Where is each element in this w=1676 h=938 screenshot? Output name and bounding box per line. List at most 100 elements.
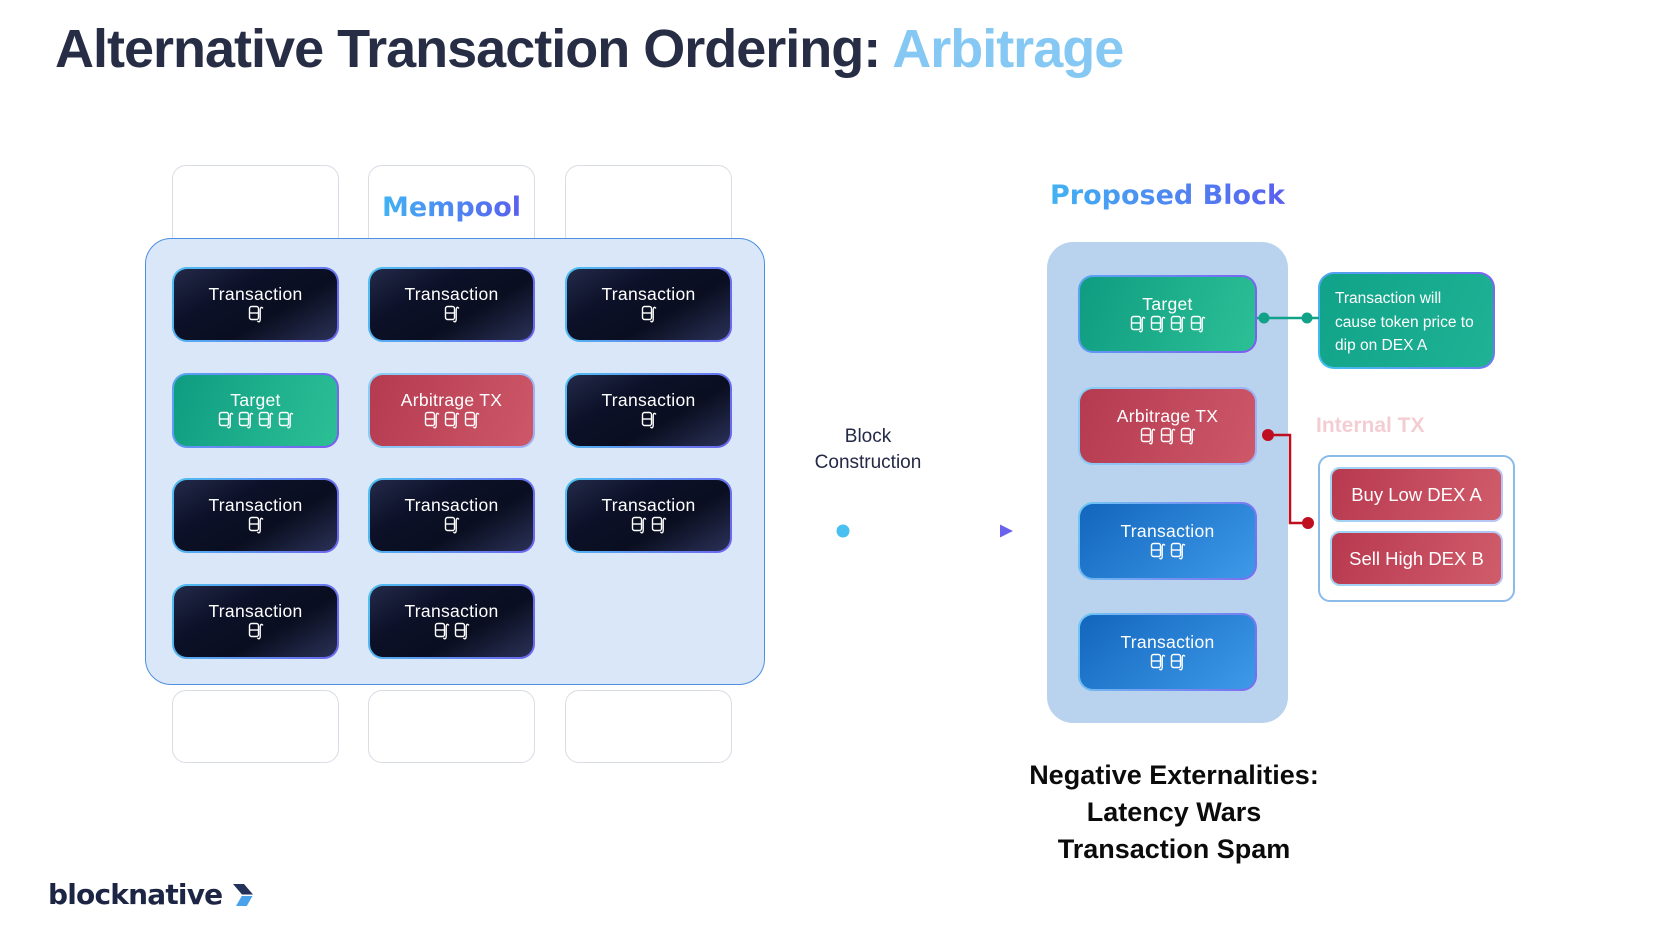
transaction-receipt-icon (1130, 315, 1145, 332)
arbitrage-tx-card: Arbitrage TX (1078, 387, 1257, 465)
transaction-card: Transaction (565, 373, 732, 448)
card-label: Transaction (601, 495, 696, 515)
mempool-placeholder-card (565, 690, 732, 763)
card-label: Transaction (601, 390, 696, 410)
card-label: Transaction (601, 284, 696, 304)
mempool-label: Mempool (382, 192, 521, 223)
transaction-card: Transaction (565, 478, 732, 553)
target-note: Transaction will cause token price to di… (1318, 272, 1495, 369)
transaction-icons (248, 305, 264, 326)
transaction-card: Transaction (368, 584, 535, 659)
transaction-icons (1150, 653, 1186, 674)
negative-externalities-note: Negative Externalities: Latency Wars Tra… (1024, 757, 1324, 868)
arbitrage-actions-connector (1262, 429, 1314, 529)
card-label: Transaction (404, 495, 499, 515)
note-line: Negative Externalities: (1029, 760, 1319, 790)
transaction-receipt-icon (631, 516, 646, 534)
transaction-card: Transaction (565, 267, 732, 342)
transaction-receipt-icon (1190, 315, 1205, 332)
transaction-receipt-icon (1150, 315, 1165, 332)
transaction-receipt-icon (1170, 542, 1185, 559)
mempool-placeholder-card (565, 165, 732, 250)
transaction-icons (444, 305, 460, 326)
transaction-icons (248, 516, 264, 537)
card-label: Transaction (208, 495, 303, 515)
transaction-receipt-icon (454, 622, 469, 640)
blocknative-logo-text: blocknative (48, 878, 223, 911)
transaction-receipt-icon (641, 411, 656, 429)
card-label: Transaction (1120, 631, 1215, 652)
page-title-highlight: Arbitrage (892, 19, 1124, 79)
buy-low-dex-a-badge: Buy Low DEX A (1330, 467, 1503, 522)
transaction-receipt-icon (218, 411, 233, 429)
blocknative-logo: blocknative (48, 878, 257, 911)
transaction-receipt-icon (1140, 427, 1155, 444)
card-label: Arbitrage TX (1116, 405, 1219, 426)
transaction-icons (444, 516, 460, 537)
sell-high-dex-b-badge: Sell High DEX B (1330, 531, 1503, 586)
transaction-receipt-icon (1170, 653, 1185, 670)
target-note-connector (1257, 312, 1319, 324)
mempool-placeholder-card: Mempool (368, 165, 535, 250)
block-construction-arrow (836, 524, 1013, 538)
transaction-receipt-icon (444, 305, 459, 323)
note-line: Latency Wars (1086, 797, 1262, 827)
transaction-receipt-icon (1150, 542, 1165, 559)
transaction-receipt-icon (651, 516, 666, 534)
transaction-icons (218, 411, 294, 432)
transaction-card: Transaction (1078, 502, 1257, 580)
card-label: Transaction (208, 601, 303, 621)
card-label: Arbitrage TX (400, 390, 503, 410)
card-label: Target (1142, 293, 1193, 314)
transaction-receipt-icon (424, 411, 439, 429)
transaction-receipt-icon (1180, 427, 1195, 444)
transaction-icons (1150, 542, 1186, 563)
target-card: Target (1078, 275, 1257, 353)
transaction-receipt-icon (1160, 427, 1175, 444)
transaction-icons (424, 411, 480, 432)
mempool-placeholder-card (368, 690, 535, 763)
transaction-receipt-icon (248, 305, 263, 323)
block-construction-label: Block Construction (814, 426, 922, 473)
card-label: Transaction (208, 284, 303, 304)
transaction-card: Transaction (368, 267, 535, 342)
transaction-card: Transaction (172, 584, 339, 659)
transaction-receipt-icon (278, 411, 293, 429)
arbitrage-tx-card: Arbitrage TX (368, 373, 535, 448)
proposed-block-label: Proposed Block (1050, 180, 1285, 211)
transaction-receipt-icon (434, 622, 449, 640)
transaction-receipt-icon (258, 411, 273, 429)
transaction-card: Transaction (1078, 613, 1257, 691)
transaction-receipt-icon (1170, 315, 1185, 332)
mempool-placeholder-card (172, 690, 339, 763)
internal-tx-ghost-label: Internal TX (1316, 414, 1425, 437)
transaction-card: Transaction (172, 478, 339, 553)
transaction-icons (641, 411, 657, 432)
target-card: Target (172, 373, 339, 448)
transaction-icons (1130, 315, 1206, 336)
transaction-icons (434, 622, 470, 643)
card-label: Target (230, 390, 281, 410)
transaction-icons (641, 305, 657, 326)
card-label: Transaction (404, 601, 499, 621)
transaction-icons (631, 516, 667, 537)
transaction-receipt-icon (1150, 653, 1165, 670)
transaction-receipt-icon (641, 305, 656, 323)
blocknative-logo-mark (233, 883, 254, 906)
transaction-icons (1140, 427, 1196, 448)
mempool-placeholder-card (172, 165, 339, 250)
transaction-icons (248, 622, 264, 643)
transaction-card: Transaction (172, 267, 339, 342)
page-title-main: Alternative Transaction Ordering: (55, 19, 881, 79)
transaction-receipt-icon (238, 411, 253, 429)
transaction-card: Transaction (368, 478, 535, 553)
transaction-receipt-icon (444, 411, 459, 429)
page-title: Alternative Transaction Ordering: Arbitr… (55, 18, 1124, 80)
transaction-receipt-icon (464, 411, 479, 429)
note-line: Transaction Spam (1057, 834, 1291, 864)
transaction-receipt-icon (248, 622, 263, 640)
transaction-receipt-icon (248, 516, 263, 534)
transaction-receipt-icon (444, 516, 459, 534)
card-label: Transaction (1120, 520, 1215, 541)
